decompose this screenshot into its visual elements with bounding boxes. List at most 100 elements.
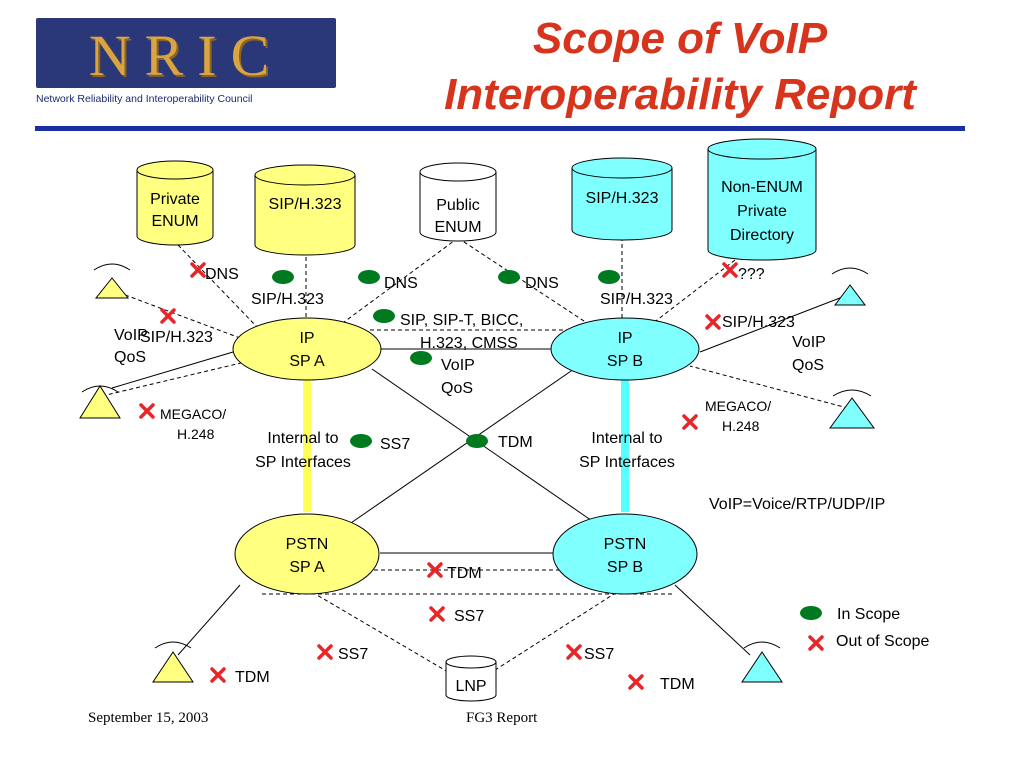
phone-left-top-icon <box>93 263 131 299</box>
phone-pstn-b-icon <box>741 641 783 683</box>
in-scope-dot <box>358 270 380 284</box>
ip-sp-a-node <box>232 317 382 381</box>
tdm-pstn-label: TDM <box>447 565 482 582</box>
ip-b-phone-right-link <box>699 295 846 353</box>
in-scope-dot <box>598 270 620 284</box>
pstn-sp-a-label-2: SP A <box>289 559 325 576</box>
logo-text: NRIC <box>88 23 284 88</box>
in-scope-dot <box>498 270 520 284</box>
unknown-label: ??? <box>738 266 765 283</box>
phone-right-top-icon <box>831 267 869 306</box>
non-enum-label-2: Private <box>737 203 787 220</box>
page-title-line1: Scope of VoIP <box>532 14 828 63</box>
ip-a-phone-left-link <box>111 351 234 389</box>
voip-qos-right-label-2: QoS <box>792 357 824 374</box>
dns-mid-right-label: DNS <box>525 275 559 292</box>
out-of-scope-mark <box>628 674 644 690</box>
logo-subtitle: Network Reliability and Interoperability… <box>36 93 253 105</box>
megaco-left-label-2: H.248 <box>177 426 215 442</box>
megaco-left-label-1: MEGACO/ <box>160 406 226 422</box>
out-of-scope-mark <box>210 667 226 683</box>
page-title-line2: Interoperability Report <box>444 70 916 119</box>
ss7-lnp-left-label: SS7 <box>338 646 368 663</box>
pstn-a-lnp-link <box>299 584 449 673</box>
sip-h323-b-right-label: SIP/H.323 <box>722 314 795 331</box>
ip-sp-b-label-1: IP <box>617 330 632 347</box>
ss7-mid-label: SS7 <box>380 436 410 453</box>
tdm-bottom-right-label: TDM <box>660 676 695 693</box>
out-of-scope-mark <box>139 403 155 419</box>
pstn-a-phone-link <box>177 584 241 656</box>
non-enum-label-3: Directory <box>730 227 794 244</box>
sip-h323-left-db <box>254 164 356 256</box>
tdm-mid-label: TDM <box>498 434 533 451</box>
out-of-scope-mark <box>317 644 333 660</box>
voip-qos-right-label-1: VoIP <box>792 334 826 351</box>
legend-in-scope-dot <box>800 606 822 620</box>
ip-sp-b-node <box>550 317 700 381</box>
dns-left-label: DNS <box>205 266 239 283</box>
pstn-b-phone-link <box>674 584 751 656</box>
pstn-sp-a-label-1: PSTN <box>286 536 329 553</box>
public-enum-ip-b-link <box>457 237 591 326</box>
sip-sipt-label-2: H.323, CMSS <box>420 335 518 352</box>
public-enum-label-1: Public <box>436 197 480 214</box>
voip-qos-left-label-1: VoIP <box>114 327 148 344</box>
private-enum-label-1: Private <box>150 191 200 208</box>
pstn-b-lnp-link <box>491 584 629 673</box>
out-of-scope-mark <box>160 308 176 324</box>
in-scope-dot <box>373 309 395 323</box>
phone-left2-ip-a-link <box>101 361 246 397</box>
voip-qos-mid-label-2: QoS <box>441 380 473 397</box>
phone-pstn-a-icon <box>152 641 194 683</box>
phone-right-bottom-icon <box>829 389 875 429</box>
sip-h323-right-db <box>571 157 673 241</box>
phone-right2-ip-b-link <box>689 365 856 411</box>
non-enum-directory-db <box>707 138 817 261</box>
directory-ip-b-link <box>647 259 736 328</box>
sip-h323-a-left-label: SIP/H.323 <box>140 329 213 346</box>
megaco-right-label-1: MEGACO/ <box>705 398 771 414</box>
ip-sp-a-label-1: IP <box>299 330 314 347</box>
ss7-pstn-label: SS7 <box>454 608 484 625</box>
pstn-sp-b-label-2: SP B <box>607 559 643 576</box>
voip-qos-mid-label-1: VoIP <box>441 357 475 374</box>
in-scope-dot <box>466 434 488 448</box>
megaco-right-label-2: H.248 <box>722 418 760 434</box>
pstn-sp-b-label-1: PSTN <box>604 536 647 553</box>
dns-mid-left-label: DNS <box>384 275 418 292</box>
internal-b-label-2: SP Interfaces <box>579 454 675 471</box>
ip-sp-a-label-2: SP A <box>289 353 325 370</box>
sip-h323-a-top-label: SIP/H.323 <box>251 291 324 308</box>
enum-ip-a-link <box>177 244 259 329</box>
phone-left-bottom-icon <box>79 385 121 419</box>
voip-qos-left-label-2: QoS <box>114 349 146 366</box>
lnp-db <box>445 655 497 702</box>
public-enum-db <box>419 162 497 242</box>
out-of-scope-mark <box>566 644 582 660</box>
phone-left-ip-a-link <box>111 289 241 339</box>
tdm-bottom-left-label: TDM <box>235 669 270 686</box>
header-rule <box>35 126 965 131</box>
ip-a-pstn-b-link <box>371 368 599 526</box>
legend-in-scope-label: In Scope <box>837 606 900 623</box>
internal-b-label-1: Internal to <box>591 430 662 447</box>
public-enum-label-2: ENUM <box>434 219 481 236</box>
public-enum-ip-a-link <box>339 237 459 326</box>
out-of-scope-mark <box>722 262 738 278</box>
in-scope-dot <box>410 351 432 365</box>
sip-h323-b-top-label: SIP/H.323 <box>600 291 673 308</box>
in-scope-dot <box>272 270 294 284</box>
non-enum-label-1: Non-ENUM <box>721 179 803 196</box>
legend-out-of-scope-mark <box>808 635 824 651</box>
out-of-scope-mark <box>705 314 721 330</box>
internal-a-label-1: Internal to <box>267 430 338 447</box>
ip-b-pstn-a-link <box>347 368 575 526</box>
legend-out-of-scope-label: Out of Scope <box>836 633 929 650</box>
sip-h323-left-label: SIP/H.323 <box>269 196 342 213</box>
footer-date: September 15, 2003 <box>88 710 209 726</box>
out-of-scope-mark <box>682 414 698 430</box>
footer-report: FG3 Report <box>466 710 538 726</box>
ip-sp-b-label-2: SP B <box>607 353 643 370</box>
voip-definition: VoIP=Voice/RTP/UDP/IP <box>709 496 885 513</box>
